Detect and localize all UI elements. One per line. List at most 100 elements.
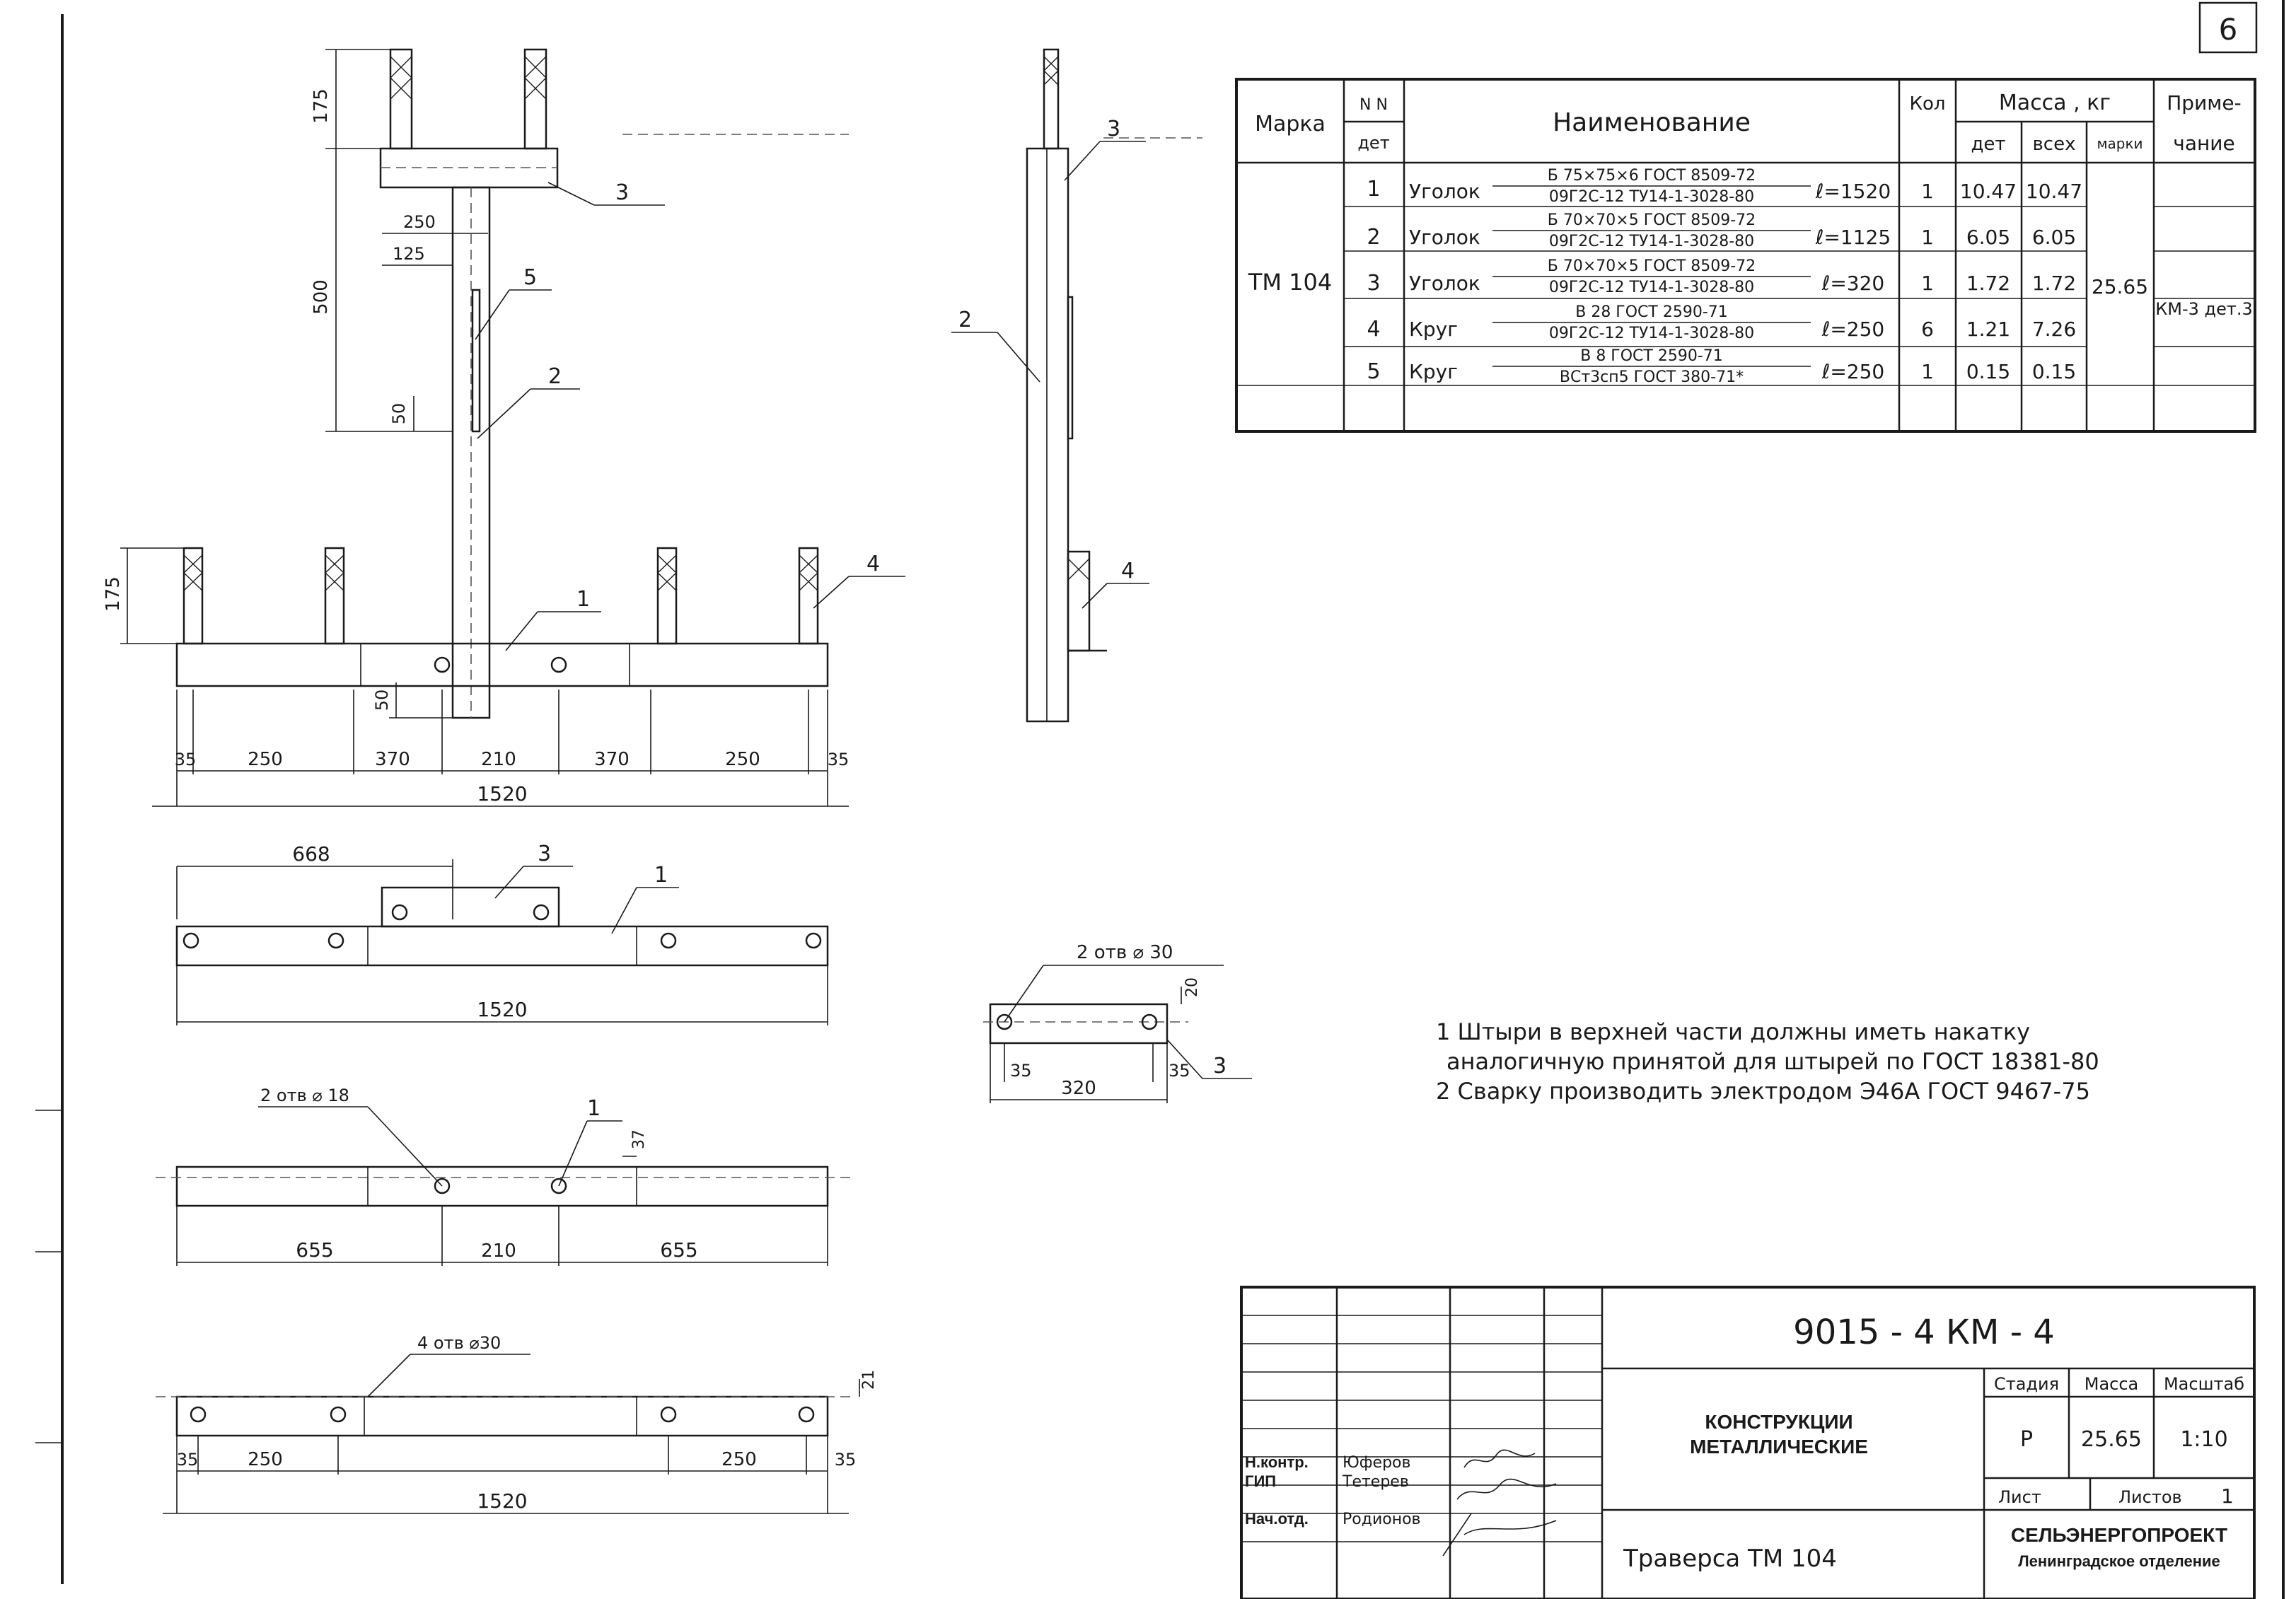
dim-label: 668	[292, 842, 330, 866]
svg-text:Уголок: Уголок	[1409, 180, 1480, 203]
mark-mass-value: 25.65	[2092, 275, 2148, 298]
svg-text:1.72: 1.72	[2032, 272, 2076, 295]
svg-text:ℓ=1520: ℓ=1520	[1815, 180, 1891, 203]
signature	[1442, 1513, 1557, 1557]
header-name: Наименование	[1553, 108, 1751, 137]
org-branch: Ленинградское отделение	[2018, 1552, 2220, 1570]
dim-total: 1520	[477, 782, 527, 806]
svg-text:Уголок: Уголок	[1409, 272, 1480, 295]
svg-text:10.47: 10.47	[2026, 180, 2082, 203]
dim-label: 50	[389, 403, 409, 425]
bottom-pin	[182, 547, 204, 645]
holes-label: 2 отв ⌀ 18	[260, 1086, 349, 1105]
svg-text:6: 6	[1921, 318, 1934, 341]
plan-view-4: 4 отв ⌀30 21 35 250 250 35 1520	[156, 1333, 878, 1514]
header-mass-det: дет	[1971, 134, 2005, 155]
dim-label: 250	[248, 749, 283, 770]
svg-text:4: 4	[1367, 317, 1380, 342]
svg-text:1: 1	[1921, 360, 1934, 383]
dim-label: 37	[630, 1129, 648, 1149]
callout-2: 2	[958, 308, 972, 332]
header-mark: Марка	[1255, 112, 1326, 136]
svg-text:0.15: 0.15	[2032, 360, 2076, 383]
svg-text:ВСт3сп5 ГОСТ 380-71*: ВСт3сп5 ГОСТ 380-71*	[1560, 368, 1744, 386]
header-note: Приме-	[2167, 91, 2241, 115]
svg-text:Б 70×70×5 ГОСТ 8509-72: Б 70×70×5 ГОСТ 8509-72	[1548, 211, 1756, 229]
dim-chain-front: 35 250 370 210 370 250 35	[175, 749, 850, 770]
part-3-detail: 2 отв ⌀ 30 20 35 35 320 3	[983, 942, 1252, 1103]
svg-text:2: 2	[1367, 225, 1380, 250]
svg-text:Круг: Круг	[1409, 360, 1458, 383]
dim-label: 250	[721, 1449, 757, 1470]
dim-total: 1520	[477, 998, 527, 1021]
svg-text:КМ-3 дет.3: КМ-3 дет.3	[2155, 299, 2253, 319]
holes-label: 4 отв ⌀30	[417, 1333, 501, 1353]
callout-2: 2	[548, 364, 562, 389]
svg-text:1: 1	[1921, 180, 1934, 203]
svg-text:1: 1	[1921, 226, 1934, 249]
title-block: 9015 - 4 КМ - 4 КОНСТРУКЦИИ МЕТАЛЛИЧЕСКИ…	[1240, 1286, 2256, 1599]
mass-header: Масса	[2085, 1374, 2139, 1394]
table-row: 1 Уголок Б 75×75×6 ГОСТ 8509-72 09Г2С-12…	[1367, 167, 2082, 206]
lists-header: Листов	[2118, 1487, 2182, 1507]
spec-table: Марка N N дет Наименование Кол Масса , к…	[1235, 78, 2256, 433]
part-3-plan	[381, 886, 560, 928]
plan-view-2: 668 1520 3 1	[175, 842, 829, 1025]
title-line: КОНСТРУКЦИИ	[1705, 1411, 1853, 1433]
svg-text:0.15: 0.15	[1966, 360, 2010, 383]
signature	[1456, 1478, 1557, 1500]
svg-text:5: 5	[1367, 359, 1380, 384]
person-name: Родионов	[1343, 1511, 1421, 1528]
dim-label: 35	[828, 750, 850, 769]
dim-label: 21	[860, 1370, 878, 1390]
dim-label: 210	[481, 1240, 516, 1262]
dim-label: 250	[725, 749, 760, 770]
svg-text:В 8 ГОСТ 2590-71: В 8 ГОСТ 2590-71	[1580, 347, 1723, 365]
signature	[1463, 1449, 1536, 1468]
lists-value: 1	[2221, 1484, 2234, 1508]
bottom-pin	[798, 547, 819, 645]
dim-label: 175	[311, 88, 332, 124]
dim-label: 35	[1010, 1061, 1032, 1081]
callout-1: 1	[576, 587, 590, 612]
callout-1: 1	[587, 1096, 601, 1121]
top-pin	[389, 48, 413, 150]
svg-text:1: 1	[1921, 272, 1934, 295]
callout-4: 4	[866, 552, 880, 576]
note-line: 1 Штыри в верхней части должны иметь нак…	[1436, 1018, 2030, 1045]
stage-header: Стадия	[1994, 1374, 2059, 1394]
svg-text:Уголок: Уголок	[1409, 226, 1480, 249]
note-line: аналогичную принятой для штырей по ГОСТ …	[1446, 1048, 2099, 1075]
header-mass: Масса , кг	[1999, 91, 2111, 115]
dim-label: 500	[311, 279, 332, 315]
callout-1: 1	[654, 863, 668, 888]
callout-3: 3	[1213, 1054, 1227, 1078]
role-label: ГИП	[1245, 1472, 1276, 1490]
role-label: Нач.отд.	[1245, 1510, 1309, 1528]
svg-text:В 28 ГОСТ 2590-71: В 28 ГОСТ 2590-71	[1575, 303, 1728, 321]
dim-label: 35	[177, 1450, 199, 1470]
notes: 1 Штыри в верхней части должны иметь нак…	[1436, 1018, 2099, 1105]
svg-text:ℓ=250: ℓ=250	[1821, 318, 1884, 341]
callout-4: 4	[1121, 559, 1135, 583]
table-row: 2 Уголок Б 70×70×5 ГОСТ 8509-72 09Г2С-12…	[1367, 211, 2076, 250]
dim-label: 20	[1183, 977, 1201, 997]
table-row: 4 Круг В 28 ГОСТ 2590-71 09Г2С-12 ТУ14-1…	[1367, 299, 2252, 342]
dim-label: 370	[594, 749, 630, 770]
bottom-beam	[175, 642, 829, 687]
drawing-code: 9015 - 4 КМ - 4	[1793, 1313, 2055, 1352]
dim-label: 175	[103, 576, 124, 612]
svg-text:Круг: Круг	[1409, 318, 1458, 341]
table-row: 3 Уголок Б 70×70×5 ГОСТ 8509-72 09Г2С-12…	[1367, 257, 2076, 296]
mark-value: ТМ 104	[1248, 269, 1332, 296]
table-row: 5 Круг В 8 ГОСТ 2590-71 ВСт3сп5 ГОСТ 380…	[1367, 347, 2076, 386]
header-note: чание	[2173, 132, 2234, 155]
svg-text:Б 70×70×5 ГОСТ 8509-72: Б 70×70×5 ГОСТ 8509-72	[1548, 257, 1756, 275]
svg-text:7.26: 7.26	[2032, 318, 2076, 341]
header-det-no: дет	[1357, 133, 1389, 153]
title-line: МЕТАЛЛИЧЕСКИЕ	[1690, 1436, 1868, 1458]
scale-value: 1:10	[2180, 1427, 2227, 1452]
dim-label: 35	[835, 1450, 857, 1470]
svg-text:09Г2С-12 ТУ14-1-3028-80: 09Г2С-12 ТУ14-1-3028-80	[1549, 188, 1754, 206]
plan-view-3: 2 отв ⌀ 18 1 37 655 210 655	[156, 1086, 856, 1266]
